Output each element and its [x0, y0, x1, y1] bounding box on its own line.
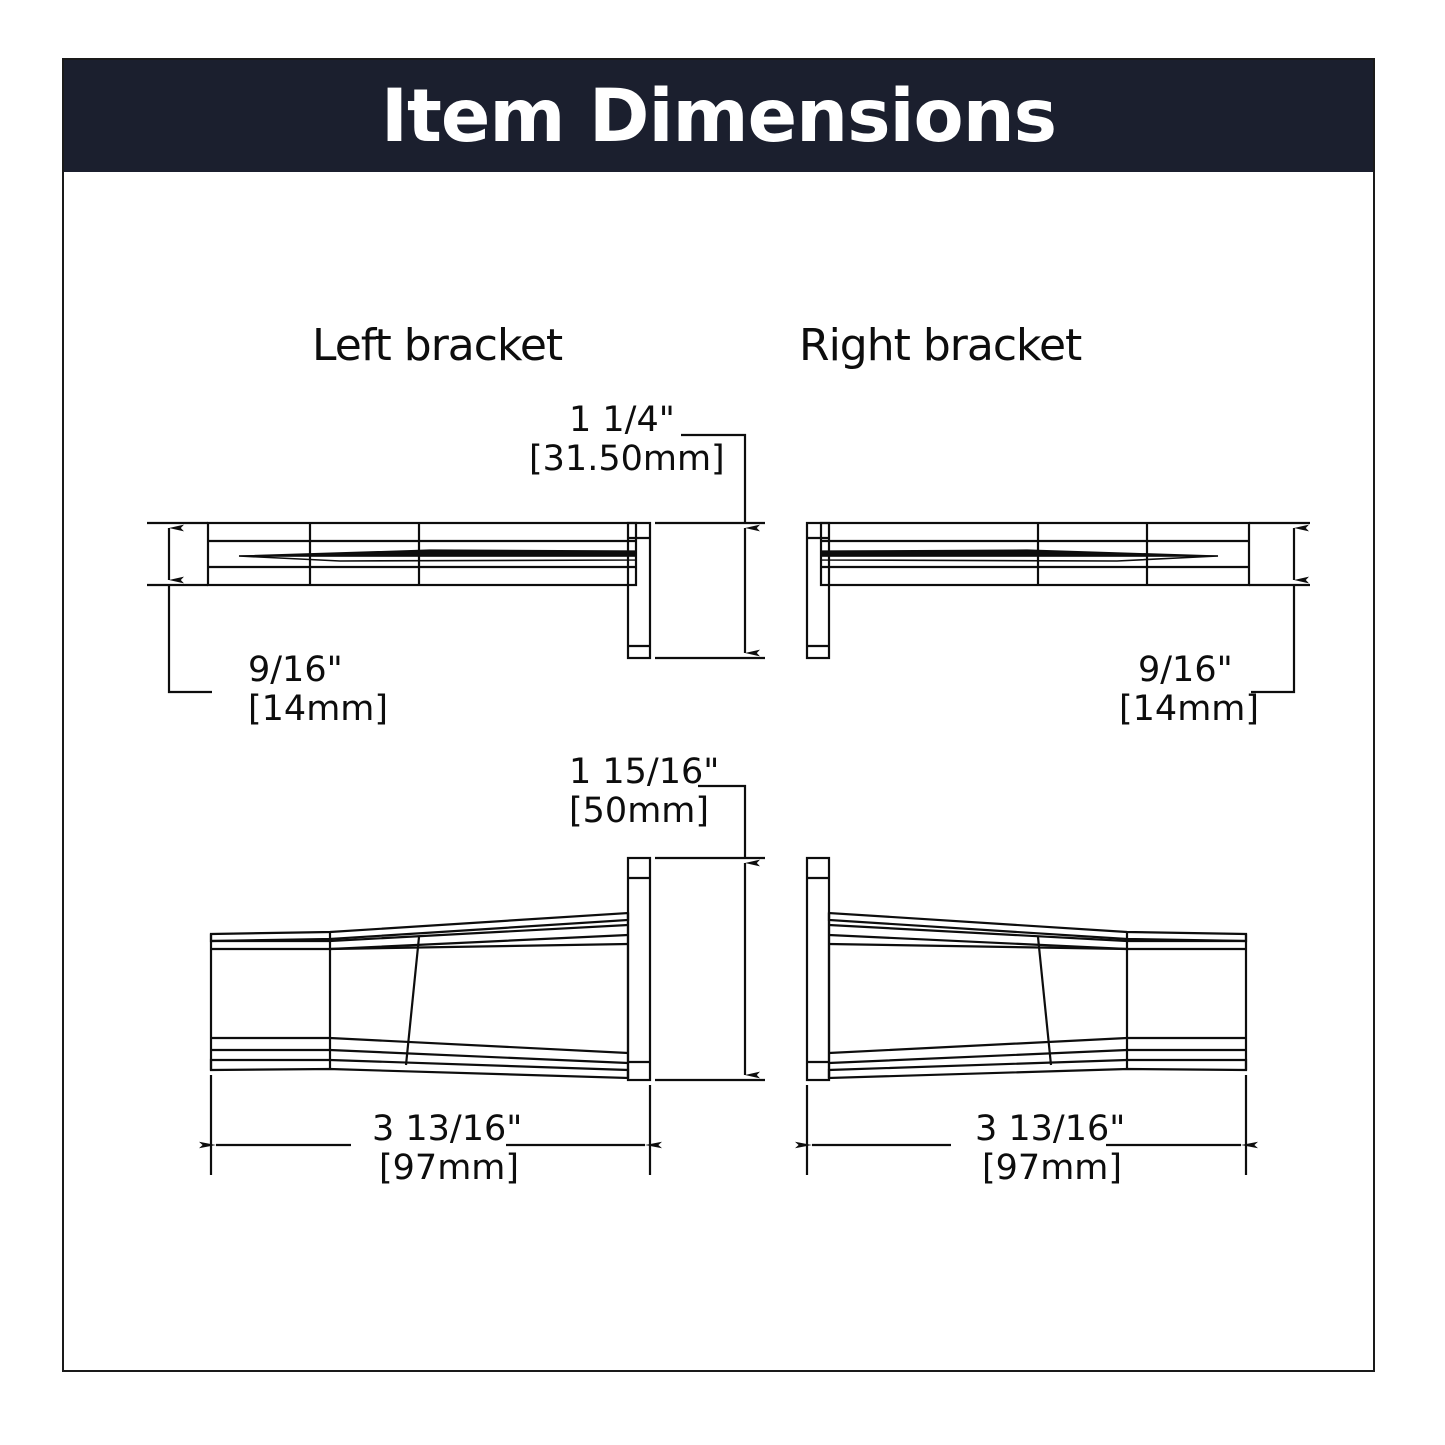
header-bar: Item Dimensions: [64, 60, 1373, 172]
drawing-frame: Item Dimensions: [62, 58, 1375, 1372]
page-title: Item Dimensions: [380, 73, 1057, 159]
